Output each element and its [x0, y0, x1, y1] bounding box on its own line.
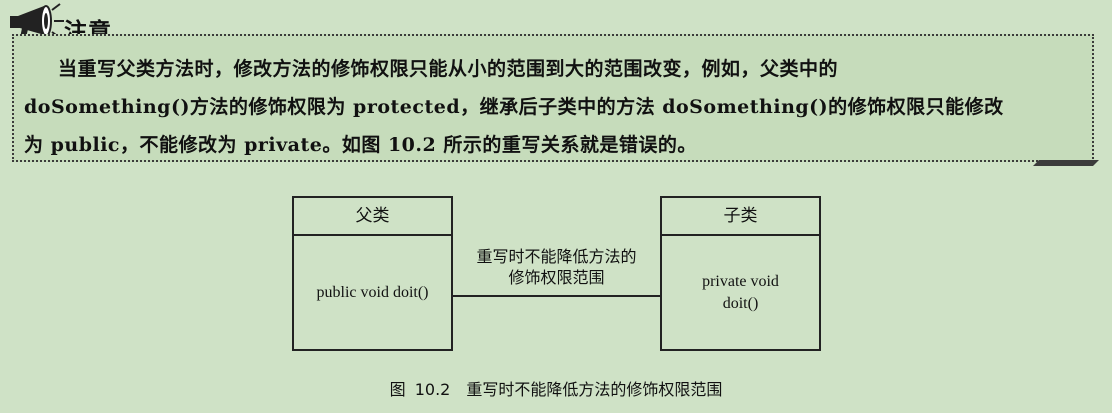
child-class-box: 子类 private void doit()	[660, 196, 821, 351]
child-class-body: private void doit()	[662, 236, 819, 349]
figure-caption: 图 10.2 重写时不能降低方法的修饰权限范围	[389, 380, 723, 399]
note-box: 当重写父类方法时，修改方法的修饰权限只能从小的范围到大的范围改变，例如，父类中的…	[12, 34, 1094, 162]
parent-method: public void doit()	[316, 283, 429, 301]
note-text-line-3: 为 public，不能修改为 private。如图 10.2 所示的重写关系就是…	[24, 134, 697, 156]
connector-label-line-1: 重写时不能降低方法的	[476, 247, 637, 266]
note-text-line-1: 当重写父类方法时，修改方法的修饰权限只能从小的范围到大的范围改变，例如，父类中的	[58, 58, 839, 80]
connector-label-line-2: 修饰权限范围	[508, 268, 605, 287]
child-method-line-1: private void	[702, 272, 779, 290]
connector-label: 重写时不能降低方法的 修饰权限范围	[453, 246, 660, 288]
child-method-line-2: doit()	[722, 294, 759, 312]
parent-class-box: 父类 public void doit()	[292, 196, 453, 351]
note-text-line-2: doSomething()方法的修饰权限为 protected，继承后子类中的方…	[24, 96, 1004, 118]
parent-class-body: public void doit()	[294, 236, 451, 349]
child-class-name: 子类	[662, 198, 819, 236]
override-connector-line	[453, 295, 660, 297]
parent-class-name: 父类	[294, 198, 451, 236]
